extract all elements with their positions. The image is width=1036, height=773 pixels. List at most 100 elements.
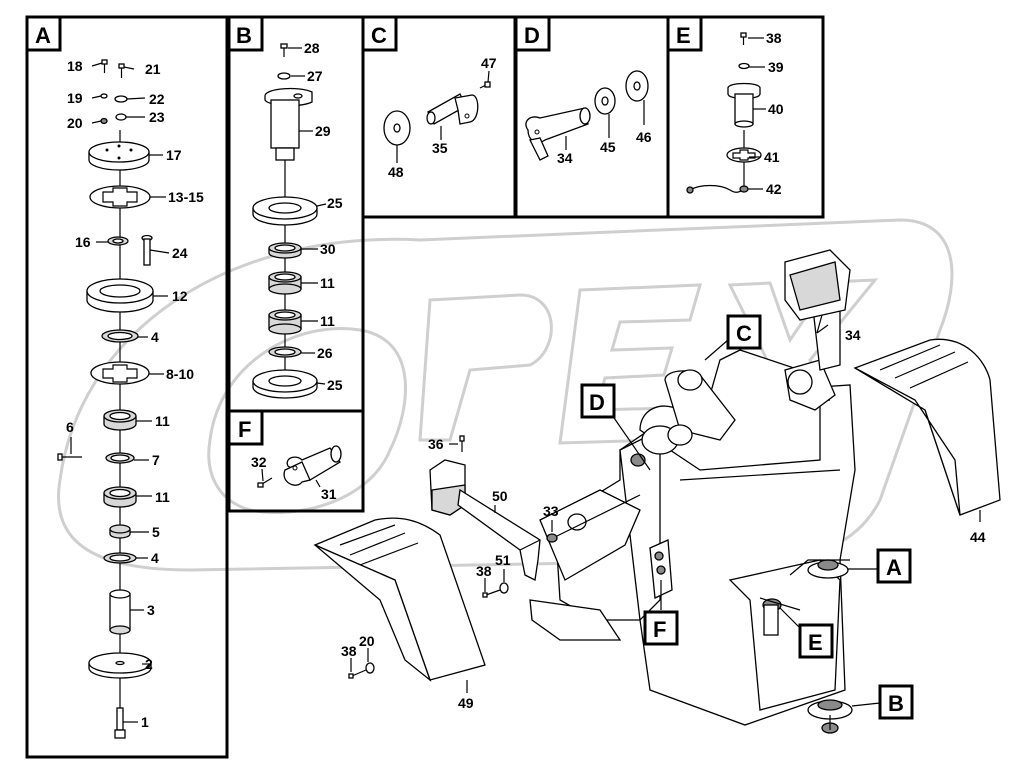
part-number: 46 [636, 129, 652, 145]
part-pin-3 [109, 589, 131, 635]
part-number: 3 [147, 602, 155, 618]
part-plate-17 [88, 141, 150, 171]
part-pin-31 [283, 445, 342, 486]
panel-a-leaders [70, 62, 170, 723]
part-number: 7 [152, 452, 160, 468]
part-ring-16 [107, 236, 129, 246]
part-number: 33 [543, 503, 559, 519]
part-number: 45 [600, 139, 616, 155]
part-shim-41 [726, 147, 762, 163]
callout-d-label: D [589, 390, 605, 415]
part-number: 30 [320, 241, 336, 257]
part-bolt-36 [459, 435, 465, 452]
callout-d: D [580, 383, 651, 471]
part-number: 24 [172, 245, 188, 261]
part-seal-4-upper [101, 329, 139, 343]
panel-c: C 47 35 48 [361, 15, 517, 219]
panel-b-label: B [236, 23, 252, 48]
part-pin-34 [525, 107, 591, 161]
part-washer-39 [738, 62, 750, 70]
main-numbers: 34 44 36 50 33 51 38 38 20 49 [341, 327, 986, 711]
panel-d: D 34 45 46 [514, 15, 670, 219]
part-number: 39 [768, 59, 784, 75]
part-number: 38 [476, 563, 492, 579]
callout-b: B [851, 684, 914, 720]
part-number: 17 [166, 147, 182, 163]
part-washer-22 [114, 95, 128, 103]
panel-a-label: A [35, 23, 51, 48]
part-number: 22 [149, 91, 165, 107]
part-nut-33 [546, 494, 641, 543]
part-nut-20 [100, 117, 108, 125]
part-washer-27 [277, 72, 291, 80]
part-number: 27 [307, 68, 323, 84]
panel-d-numbers: 34 45 46 [557, 129, 652, 166]
part-ring-5 [109, 524, 131, 539]
part-number: 25 [327, 195, 343, 211]
panel-e-tag-box [666, 15, 703, 52]
part-ring-plate-12 [86, 278, 154, 313]
part-number: 38 [341, 643, 357, 659]
main-leaders [350, 314, 981, 693]
panel-c-tag-box [361, 15, 398, 52]
part-ring-7 [105, 452, 135, 464]
callout-c-label: C [736, 321, 752, 346]
part-ring-30 [268, 242, 302, 259]
panel-f-leaders [261, 468, 321, 488]
part-number: 19 [67, 90, 83, 106]
panel-c-numbers: 47 35 48 [388, 55, 497, 180]
part-number: 2 [145, 656, 153, 672]
part-number: 50 [492, 488, 508, 504]
callout-b-label: B [888, 691, 904, 716]
part-number: 31 [321, 486, 337, 502]
part-number: 36 [428, 436, 444, 452]
part-washer-19 [100, 93, 108, 99]
part-shim-13-15 [89, 185, 151, 209]
part-bolt-28 [280, 43, 288, 57]
callout-e-label: E [808, 630, 823, 655]
part-number: 12 [172, 288, 188, 304]
part-number: 23 [149, 109, 165, 125]
part-number: 35 [432, 140, 448, 156]
part-number: 49 [458, 695, 474, 711]
part-number: 38 [766, 30, 782, 46]
part-number: 26 [317, 345, 333, 361]
part-number: 28 [304, 40, 320, 56]
panel-b-leaders [288, 47, 327, 385]
callout-f: F [643, 580, 679, 646]
part-number: 47 [481, 55, 497, 71]
panel-a-numbers: 18 21 19 22 20 23 17 13-15 16 24 12 4 8-… [66, 58, 204, 730]
panel-f-numbers: 32 31 [251, 454, 337, 502]
part-number: 16 [75, 234, 91, 250]
part-bolt-32 [257, 477, 273, 488]
part-pin-35 [426, 93, 479, 125]
part-number: 4 [151, 329, 159, 345]
mount-b [807, 699, 853, 734]
panel-c-label: C [371, 23, 387, 48]
callout-a: A [848, 548, 912, 584]
part-shim-8-10 [90, 361, 150, 385]
part-number: 42 [766, 181, 782, 197]
part-bearing-11-lower [103, 486, 137, 508]
part-bolt-6 [57, 453, 82, 461]
part-number: 8-10 [166, 366, 194, 382]
part-disc-2 [88, 652, 152, 679]
part-number: 51 [495, 552, 511, 568]
part-number: 40 [768, 101, 784, 117]
panel-a-tag-box [25, 15, 62, 52]
part-bolt-21 [118, 63, 125, 78]
part-cable-42 [686, 184, 749, 194]
panel-c-leaders [396, 70, 490, 163]
part-seal-4-lower [103, 552, 137, 564]
part-washer-23 [115, 113, 127, 121]
part-washer-46 [625, 70, 649, 102]
panel-f-tag-box [227, 409, 264, 446]
panel-e-leaders [748, 37, 766, 190]
panel-d-label: D [524, 23, 540, 48]
part-number: 6 [66, 419, 74, 435]
mount-e [759, 597, 801, 636]
part-washer-51 [482, 582, 509, 598]
panel-f-label: F [238, 417, 251, 442]
panel-f: F 32 31 [227, 409, 365, 513]
part-number: 20 [359, 633, 375, 649]
